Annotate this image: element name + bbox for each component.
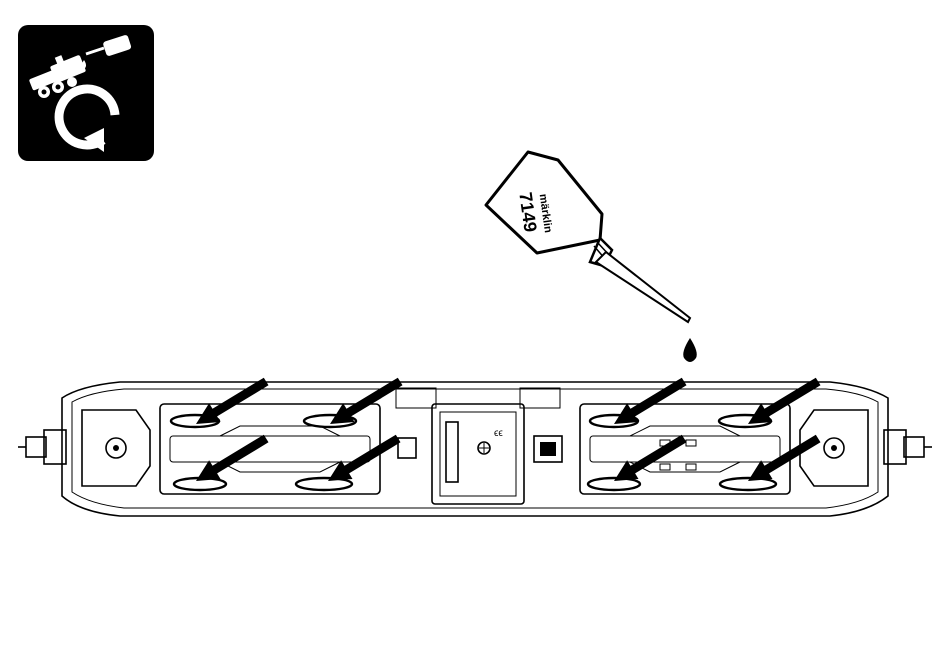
lubrication-arrow-4 <box>328 435 401 481</box>
lubrication-arrow-7 <box>614 435 687 481</box>
lubrication-arrow-5 <box>614 378 687 424</box>
lubrication-arrow-3 <box>196 435 269 481</box>
lubrication-arrow-1 <box>196 378 269 424</box>
coupler-left <box>18 430 66 464</box>
motor-block: ϵϵ <box>396 388 562 504</box>
bottle-label: märklin 7149 <box>515 189 554 237</box>
lubrication-arrow-8 <box>748 435 821 481</box>
oil-bottle: märklin 7149 <box>486 152 697 362</box>
pivot-left <box>82 410 150 486</box>
lubrication-maintenance-icon <box>18 25 154 161</box>
oil-drop <box>683 338 697 362</box>
svg-text:ϵϵ: ϵϵ <box>494 428 503 439</box>
lubrication-arrow-2 <box>330 378 403 424</box>
coupler-right <box>884 430 932 464</box>
